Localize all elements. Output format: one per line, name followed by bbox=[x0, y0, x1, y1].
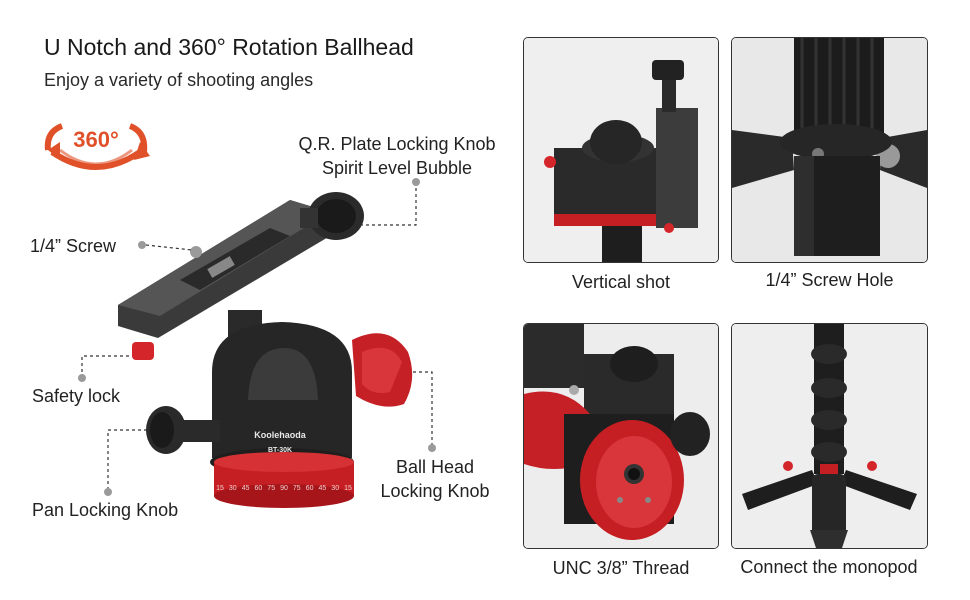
pan-locking-knob bbox=[146, 406, 220, 454]
pan-scale-label: 60 bbox=[255, 485, 263, 492]
rotate-arrows-icon bbox=[44, 123, 150, 170]
pan-scale-label: 45 bbox=[242, 485, 250, 492]
callout-ball-head-1: Ball Head bbox=[395, 457, 475, 477]
caption-monopod: Connect the monopod bbox=[740, 557, 918, 577]
panel-monopod bbox=[731, 323, 928, 549]
panel-screw-hole bbox=[731, 37, 928, 263]
qr-plate-locking-knob bbox=[300, 192, 364, 240]
leader-dots bbox=[78, 178, 436, 496]
ballhead-illustration: 360° Koolehaoda BT-30K 15 30 45 60 75 90 75 60 4… bbox=[44, 123, 436, 508]
panel-vertical-shot bbox=[523, 37, 719, 263]
callout-safety-lock: Safety lock bbox=[32, 386, 121, 406]
callout-ball-head-2: Locking Knob bbox=[380, 481, 490, 501]
callout-spirit-level: Spirit Level Bubble bbox=[321, 158, 473, 178]
qr-plate bbox=[118, 200, 330, 338]
pan-scale: 15 30 45 60 75 90 75 60 45 30 15 bbox=[216, 485, 352, 492]
rotation-badge-text: 360° bbox=[73, 127, 119, 152]
pan-scale-label: 75 bbox=[293, 485, 301, 492]
pan-scale-label: 15 bbox=[344, 485, 352, 492]
safety-lock-pin bbox=[132, 342, 154, 360]
caption-unc-thread: UNC 3/8” Thread bbox=[552, 558, 690, 578]
model-label: BT-30K bbox=[268, 447, 292, 454]
pan-scale-label: 45 bbox=[319, 485, 327, 492]
pan-scale-label: 15 bbox=[216, 485, 224, 492]
callout-qr-plate-knob: Q.R. Plate Locking Knob bbox=[298, 134, 496, 154]
pan-scale-label: 90 bbox=[280, 485, 288, 492]
pan-scale-label: 60 bbox=[306, 485, 314, 492]
page-title: U Notch and 360° Rotation Ballhead bbox=[44, 34, 414, 60]
pan-scale-label: 30 bbox=[229, 485, 237, 492]
caption-screw-hole: 1/4” Screw Hole bbox=[765, 270, 894, 290]
pan-base bbox=[214, 452, 354, 508]
page-subtitle: Enjoy a variety of shooting angles bbox=[44, 70, 314, 90]
brand-label: Koolehaoda bbox=[254, 430, 306, 440]
screw-1-4 bbox=[190, 246, 202, 258]
pan-scale-label: 75 bbox=[267, 485, 275, 492]
caption-vertical-shot: Vertical shot bbox=[571, 272, 671, 292]
pan-scale-label: 30 bbox=[331, 485, 339, 492]
ball-head-locking-knob bbox=[352, 333, 413, 407]
callout-pan-knob: Pan Locking Knob bbox=[32, 500, 179, 520]
panel-unc-thread bbox=[523, 323, 719, 549]
callout-screw: 1/4” Screw bbox=[30, 236, 117, 256]
leader-lines bbox=[81, 182, 433, 490]
